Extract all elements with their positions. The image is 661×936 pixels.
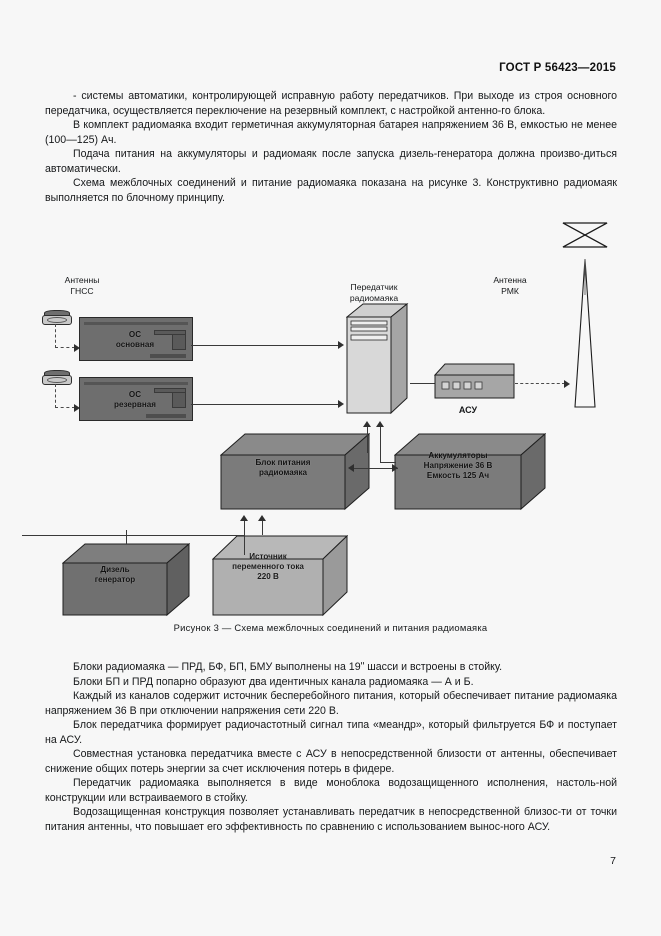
connector-left-rail-join bbox=[244, 535, 245, 537]
connector-diesel-top-stub bbox=[126, 530, 127, 544]
paragraph: Подача питания на аккумуляторы и радиома… bbox=[45, 148, 617, 175]
connector-batteries-to-transmitter-v bbox=[380, 427, 381, 463]
arrowhead-power-side bbox=[348, 464, 354, 472]
arrowhead-batteries-transmitter bbox=[376, 421, 384, 427]
block-label-power-unit: Блок питания радиомаяка bbox=[255, 458, 311, 478]
connector-acy-to-tower bbox=[515, 383, 565, 384]
figure-caption: Рисунок 3 — Схема межблочных соединений … bbox=[173, 622, 488, 633]
arrowhead-os-main-transmitter bbox=[338, 341, 344, 349]
paragraph: Схема межблочных соединений и питание ра… bbox=[45, 177, 617, 204]
arrowhead-antenna1 bbox=[74, 344, 80, 352]
paragraph: - системы автоматики, контролирующей исп… bbox=[45, 90, 617, 117]
connector-acsource-to-power-v bbox=[244, 521, 245, 555]
arrowhead-antenna2 bbox=[74, 404, 80, 412]
block-diesel-generator bbox=[62, 543, 190, 617]
gnss-antenna-icon-1 bbox=[42, 310, 72, 325]
paragraph: В комплект радиомаяка входит герметичная… bbox=[45, 119, 617, 146]
paragraph: Водозащищенная конструкция позволяет уст… bbox=[45, 806, 617, 834]
acy-shape bbox=[434, 363, 515, 399]
paragraph: Блоки радиомаяка — ПРД, БФ, БП, БМУ выпо… bbox=[73, 661, 503, 673]
page-number: 7 bbox=[610, 855, 616, 867]
block-label-os-main: ОС основная bbox=[115, 330, 155, 350]
arrowhead-acsource-power bbox=[240, 515, 248, 521]
connector-power-to-transmitter-v bbox=[367, 427, 368, 453]
label-acy: АСУ bbox=[458, 405, 478, 415]
paragraph: Передатчик радиомаяка выполняется в виде… bbox=[45, 777, 617, 804]
connector-acsource2-to-power-v bbox=[262, 521, 263, 535]
connector-batteries-to-transmitter-h bbox=[380, 462, 396, 463]
gnss-antenna-icon-2 bbox=[42, 370, 72, 385]
paragraph: Каждый из каналов содержит источник бесп… bbox=[45, 690, 617, 717]
rmk-antenna-tower bbox=[547, 217, 627, 417]
connector-antenna2-horizontal bbox=[55, 407, 75, 408]
paragraph: Блок передатчика формирует радиочастотны… bbox=[45, 719, 617, 746]
block-power-unit bbox=[220, 433, 370, 511]
arrowhead-acy-tower bbox=[564, 380, 570, 388]
block-batteries bbox=[394, 433, 546, 511]
connector-power-to-transmitter-h bbox=[367, 452, 368, 453]
block-label-os-reserve: ОС резервная bbox=[114, 390, 156, 410]
paragraph: Блоки БП и ПРД попарно образуют два иден… bbox=[73, 675, 474, 688]
connector-antenna2-vertical bbox=[55, 384, 56, 408]
block-acy bbox=[434, 363, 516, 401]
diesel-shape bbox=[62, 543, 190, 617]
batteries-shape bbox=[394, 433, 546, 511]
arrowhead-power-transmitter bbox=[363, 421, 371, 427]
ac-source-shape bbox=[212, 535, 348, 617]
block-label-ac-source: Источник переменного тока 220 В bbox=[232, 552, 304, 582]
block-label-diesel: Дизель генератор bbox=[94, 565, 136, 585]
label-gnss-antennas: Антенны ГНСС bbox=[64, 275, 100, 296]
block-os-reserve bbox=[79, 377, 193, 421]
body-text-top: - системы автоматики, контролирующей исп… bbox=[45, 89, 617, 205]
power-unit-shape bbox=[220, 433, 370, 511]
connector-antenna1-horizontal bbox=[55, 347, 75, 348]
body-text-bottom: Блоки радиомаяка — ПРД, БФ, БП, БМУ выпо… bbox=[45, 660, 617, 835]
block-ac-source bbox=[212, 535, 348, 617]
tower-shape bbox=[562, 222, 608, 408]
connector-left-rail bbox=[22, 535, 244, 536]
paragraph: Совместная установка передатчика вместе … bbox=[45, 748, 617, 775]
transmitter-cabinet-shape bbox=[346, 303, 409, 415]
connector-power-batteries bbox=[352, 468, 398, 469]
connector-os-main-to-transmitter bbox=[191, 345, 339, 346]
arrowhead-batteries-side bbox=[392, 464, 398, 472]
connector-os-reserve-to-transmitter bbox=[191, 404, 339, 405]
block-label-batteries: Аккумуляторы Напряжение 36 В Емкость 125… bbox=[423, 451, 493, 481]
connector-antenna1-vertical bbox=[55, 324, 56, 348]
standard-number-header: ГОСТ Р 56423—2015 bbox=[499, 62, 616, 74]
connector-transmitter-to-acy bbox=[410, 383, 435, 384]
block-transmitter-cabinet bbox=[346, 303, 410, 415]
arrowhead-os-reserve-transmitter bbox=[338, 400, 344, 408]
arrowhead-acsource2-power bbox=[258, 515, 266, 521]
label-transmitter: Передатчик радиомаяка bbox=[349, 282, 399, 303]
label-rmk-antenna: Антенна РМК bbox=[493, 275, 527, 296]
block-os-main bbox=[79, 317, 193, 361]
figure-3-block-diagram: Антенны ГНСС Передатчик радиомаяка Антен… bbox=[22, 205, 639, 617]
